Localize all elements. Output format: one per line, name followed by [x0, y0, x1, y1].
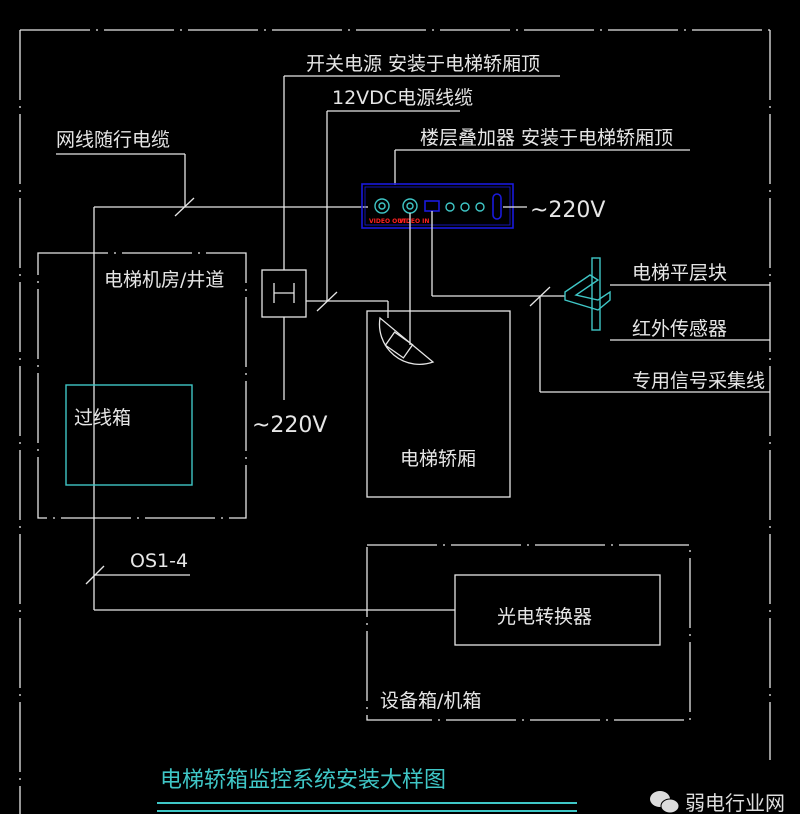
drawing-title: 电梯轿箱监控系统安装大样图: [160, 768, 446, 793]
floor-overlay-label: 楼层叠加器 安装于电梯轿厢顶: [420, 127, 673, 149]
signal-port-icon: [424, 200, 440, 212]
watermark: 弱电行业网: [685, 791, 785, 814]
leveling-sensor: [564, 257, 611, 331]
signal-line-label: 专用信号采集线: [632, 370, 765, 392]
video-out-label: VIDEO OUT: [369, 218, 407, 225]
drawing-frame: [19, 29, 771, 814]
machine-room-box: [37, 252, 247, 519]
ir-sensor-label: 红外传感器: [632, 318, 727, 340]
ac-220-left-label: ~220V: [252, 413, 327, 438]
switch-power-symbol-icon: [273, 283, 295, 303]
camera-icon: [378, 316, 435, 365]
junction-box-label: 过线箱: [74, 407, 131, 429]
signal-wiring: [431, 211, 770, 393]
elevator-car-label: 电梯轿厢: [400, 448, 476, 470]
ac-220-top-label: ~220V: [530, 198, 605, 223]
switch-power-label: 开关电源 安装于电梯轿厢顶: [306, 53, 540, 75]
machine-room-label: 电梯机房/井道: [104, 269, 224, 291]
video-in-port-icon: [402, 198, 418, 214]
dc-cable-wiring: [306, 110, 460, 318]
junction-box: [65, 384, 193, 486]
network-cable-wiring: [56, 153, 455, 611]
wechat-icon: [650, 791, 680, 814]
converter-label: 光电转换器: [497, 606, 592, 628]
power-socket-icon: [492, 193, 502, 220]
equipment-box-label: 设备箱/机箱: [380, 690, 481, 712]
floor-overlay-device: VIDEO OUT VIDEO IN: [361, 183, 514, 229]
video-out-port-icon: [374, 198, 390, 214]
network-cable-label: 网线随行电缆: [56, 129, 170, 151]
converter-box: [454, 574, 661, 646]
fiber-code-label: OS1-4: [130, 550, 188, 572]
switch-power-box: [261, 269, 307, 318]
dc-cable-label: 12VDC电源线缆: [332, 87, 473, 109]
video-in-label: VIDEO IN: [399, 218, 429, 225]
equipment-box: [366, 544, 691, 721]
elevator-car-box: [366, 310, 511, 498]
switch-power-wiring: [261, 75, 560, 400]
leveling-block-label: 电梯平层块: [632, 262, 727, 284]
